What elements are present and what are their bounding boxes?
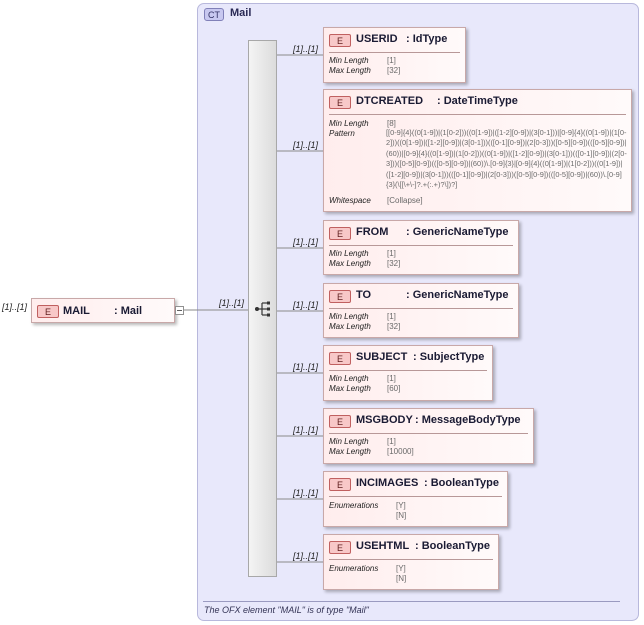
- prop-value: [Collapse]: [387, 196, 423, 205]
- element-dtcreated[interactable]: E DTCREATED : DateTimeType Min Length [8…: [323, 89, 632, 212]
- card-divider: [329, 496, 502, 497]
- element-name: USERID: [356, 33, 398, 45]
- root-element-name: MAIL: [63, 305, 90, 317]
- prop-value: [10000]: [387, 447, 414, 456]
- element-msgbody[interactable]: E MSGBODY : MessageBodyType Min Length […: [323, 408, 534, 464]
- element-to[interactable]: E TO : GenericNameType Min Length [1] Ma…: [323, 283, 519, 338]
- prop-value: [N]: [396, 511, 407, 520]
- element-name: INCIMAGES: [356, 477, 419, 489]
- dtcreated-multiplicity: [1]..[1]: [293, 140, 319, 150]
- card-divider: [329, 114, 626, 115]
- prop-value: [1]: [387, 56, 396, 65]
- element-badge: E: [329, 415, 351, 428]
- prop-label: Min Length: [329, 249, 369, 258]
- prop-label: Enumerations: [329, 501, 379, 510]
- prop-label: Min Length: [329, 374, 369, 383]
- incimages-multiplicity: [1]..[1]: [293, 488, 319, 498]
- to-multiplicity: [1]..[1]: [293, 300, 319, 310]
- sequence-icon: [255, 301, 270, 317]
- prop-value: [32]: [387, 259, 401, 268]
- prop-label: Min Length: [329, 437, 369, 446]
- card-divider: [329, 433, 528, 434]
- prop-value: [Y]: [396, 501, 406, 510]
- prop-label: Whitespace: [329, 196, 371, 205]
- footer-divider: [203, 601, 620, 602]
- prop-value: [1]: [387, 249, 396, 258]
- prop-label: Min Length: [329, 312, 369, 321]
- card-divider: [329, 559, 493, 560]
- root-element-mail[interactable]: E MAIL : Mail: [31, 298, 175, 323]
- element-badge: E: [329, 478, 351, 491]
- prop-value: [1]: [387, 374, 396, 383]
- element-badge: E: [329, 96, 351, 109]
- prop-value: [32]: [387, 66, 401, 75]
- element-name: SUBJECT: [356, 351, 408, 363]
- prop-label: Max Length: [329, 322, 371, 331]
- element-from[interactable]: E FROM : GenericNameType Min Length [1] …: [323, 220, 519, 275]
- element-name: FROM: [356, 226, 389, 238]
- card-divider: [329, 52, 460, 53]
- element-type: : IdType: [406, 33, 448, 45]
- element-badge: E: [329, 34, 351, 47]
- usehtml-multiplicity: [1]..[1]: [293, 551, 319, 561]
- from-multiplicity: [1]..[1]: [293, 237, 319, 247]
- card-divider: [329, 308, 513, 309]
- element-userid[interactable]: E USERID : IdType Min Length [1] Max Len…: [323, 27, 466, 83]
- element-badge: E: [329, 227, 351, 240]
- prop-value: [8]: [387, 119, 396, 128]
- prop-value: [60]: [387, 384, 401, 393]
- prop-label: Enumerations: [329, 564, 379, 573]
- element-badge: E: [329, 352, 351, 365]
- element-badge: E: [329, 290, 351, 303]
- msgbody-multiplicity: [1]..[1]: [293, 425, 319, 435]
- collapse-toggle[interactable]: [175, 306, 184, 315]
- element-name: DTCREATED: [356, 95, 424, 107]
- subject-multiplicity: [1]..[1]: [293, 362, 319, 372]
- prop-value: [Y]: [396, 564, 406, 573]
- prop-label: Max Length: [329, 447, 371, 456]
- element-badge: E: [329, 541, 351, 554]
- root-multiplicity: [1]..[1]: [2, 302, 28, 312]
- element-name: TO: [356, 289, 372, 301]
- root-element-type: : Mail: [114, 305, 143, 317]
- prop-label: Min Length: [329, 56, 369, 65]
- element-type: : SubjectType: [413, 351, 485, 363]
- complex-type-badge: CT: [204, 8, 224, 21]
- prop-value: [N]: [396, 574, 407, 583]
- element-badge: E: [37, 305, 59, 318]
- prop-label: Max Length: [329, 384, 371, 393]
- element-subject[interactable]: E SUBJECT : SubjectType Min Length [1] M…: [323, 345, 493, 401]
- element-type: : BooleanType: [415, 540, 490, 552]
- card-divider: [329, 370, 487, 371]
- prop-label: Pattern: [329, 129, 355, 138]
- element-type: : GenericNameType: [406, 289, 509, 301]
- prop-label: Min Length: [329, 119, 369, 128]
- element-name: MSGBODY: [356, 414, 413, 426]
- element-type: : MessageBodyType: [415, 414, 521, 426]
- element-type: : DateTimeType: [437, 95, 518, 107]
- prop-value: [1]: [387, 312, 396, 321]
- card-divider: [329, 245, 513, 246]
- prop-label: Max Length: [329, 66, 371, 75]
- element-name: USEHTML: [356, 540, 410, 552]
- sequence-multiplicity: [1]..[1]: [219, 298, 245, 308]
- element-incimages[interactable]: E INCIMAGES : BooleanType Enumerations […: [323, 471, 508, 527]
- element-usehtml[interactable]: E USEHTML : BooleanType Enumerations [Y]…: [323, 534, 499, 590]
- prop-value: [1]: [387, 437, 396, 446]
- prop-value: [32]: [387, 322, 401, 331]
- pattern-value: [[0-9]{4}((0[1-9])|(1[0-2]))((0[1-9])|([…: [386, 128, 627, 190]
- element-type: : BooleanType: [424, 477, 499, 489]
- complex-type-footer: The OFX element "MAIL" is of type "Mail": [204, 605, 369, 615]
- userid-multiplicity: [1]..[1]: [293, 44, 319, 54]
- complex-type-name: Mail: [230, 7, 252, 19]
- prop-label: Max Length: [329, 259, 371, 268]
- element-type: : GenericNameType: [406, 226, 509, 238]
